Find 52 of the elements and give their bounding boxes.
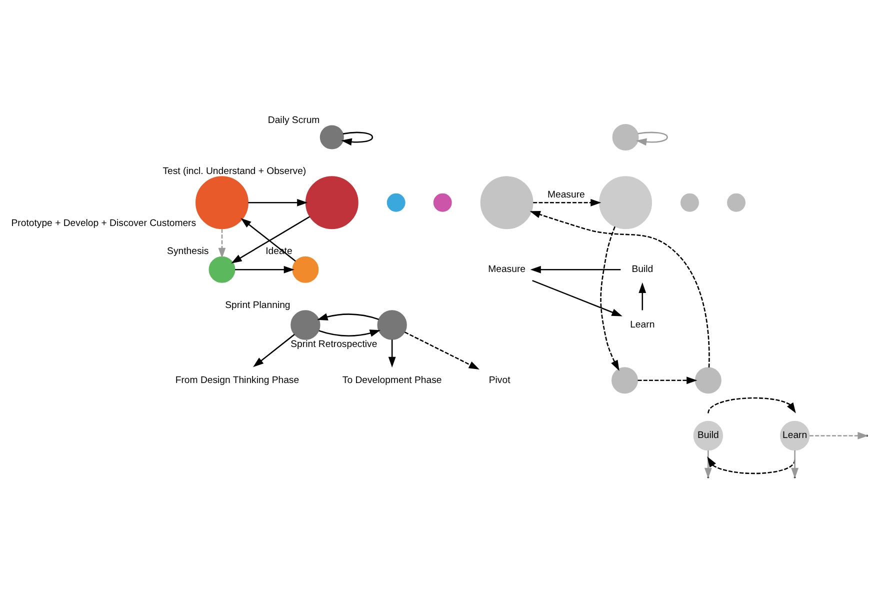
arrow <box>248 198 308 206</box>
arrow <box>707 456 796 474</box>
node-circle <box>727 192 746 212</box>
node-label: Synthesis <box>167 246 209 257</box>
node-circle <box>320 124 344 149</box>
node-circle <box>694 366 722 394</box>
arrow <box>533 198 602 206</box>
arrow <box>317 312 379 320</box>
arrow <box>638 282 646 310</box>
node-circle: Build <box>693 420 724 450</box>
arrow <box>530 265 621 273</box>
node-text: From Design Thinking Phase <box>175 374 300 386</box>
arrow <box>636 131 668 146</box>
node-label: Daily Scrum <box>268 114 320 126</box>
arrow <box>600 226 620 370</box>
arrow <box>231 216 310 263</box>
node-text: To Development Phase <box>342 374 442 386</box>
arrow <box>318 329 381 336</box>
arrow <box>532 279 622 316</box>
node-text: Measure <box>488 264 526 275</box>
node-circle: Learn <box>780 420 810 450</box>
node-circle <box>377 310 407 340</box>
node-circle <box>612 366 638 394</box>
node-circle <box>480 176 534 229</box>
arrow <box>235 265 294 273</box>
arrow <box>388 339 396 368</box>
node-label: Sprint Retrospective <box>290 338 378 350</box>
arrow <box>253 333 295 367</box>
node-text: Pivot <box>488 374 510 386</box>
node-circle <box>386 192 406 212</box>
node-label: Test (incl. Understand + Observe) <box>162 165 306 176</box>
arrow <box>638 376 698 384</box>
node-text: Build <box>632 264 654 275</box>
node-circle <box>196 176 248 229</box>
arrow <box>530 210 710 367</box>
arrow <box>240 218 296 262</box>
arrow <box>341 131 374 146</box>
node-circle <box>208 256 236 282</box>
node-circle <box>433 192 452 212</box>
node-circle <box>292 256 319 282</box>
edge-label: Measure <box>547 189 585 200</box>
node-circle <box>680 192 699 212</box>
node-circle <box>290 310 320 340</box>
node-text: Learn <box>630 318 655 330</box>
node-label: Sprint Planning <box>225 299 290 310</box>
arrow <box>404 331 480 369</box>
node-circle <box>599 176 652 229</box>
arrow <box>708 396 796 413</box>
node-label: Prototype + Develop + Discover Customers <box>11 218 196 229</box>
arrow <box>218 228 226 258</box>
node-circle <box>612 124 639 150</box>
node-circle <box>305 176 358 229</box>
